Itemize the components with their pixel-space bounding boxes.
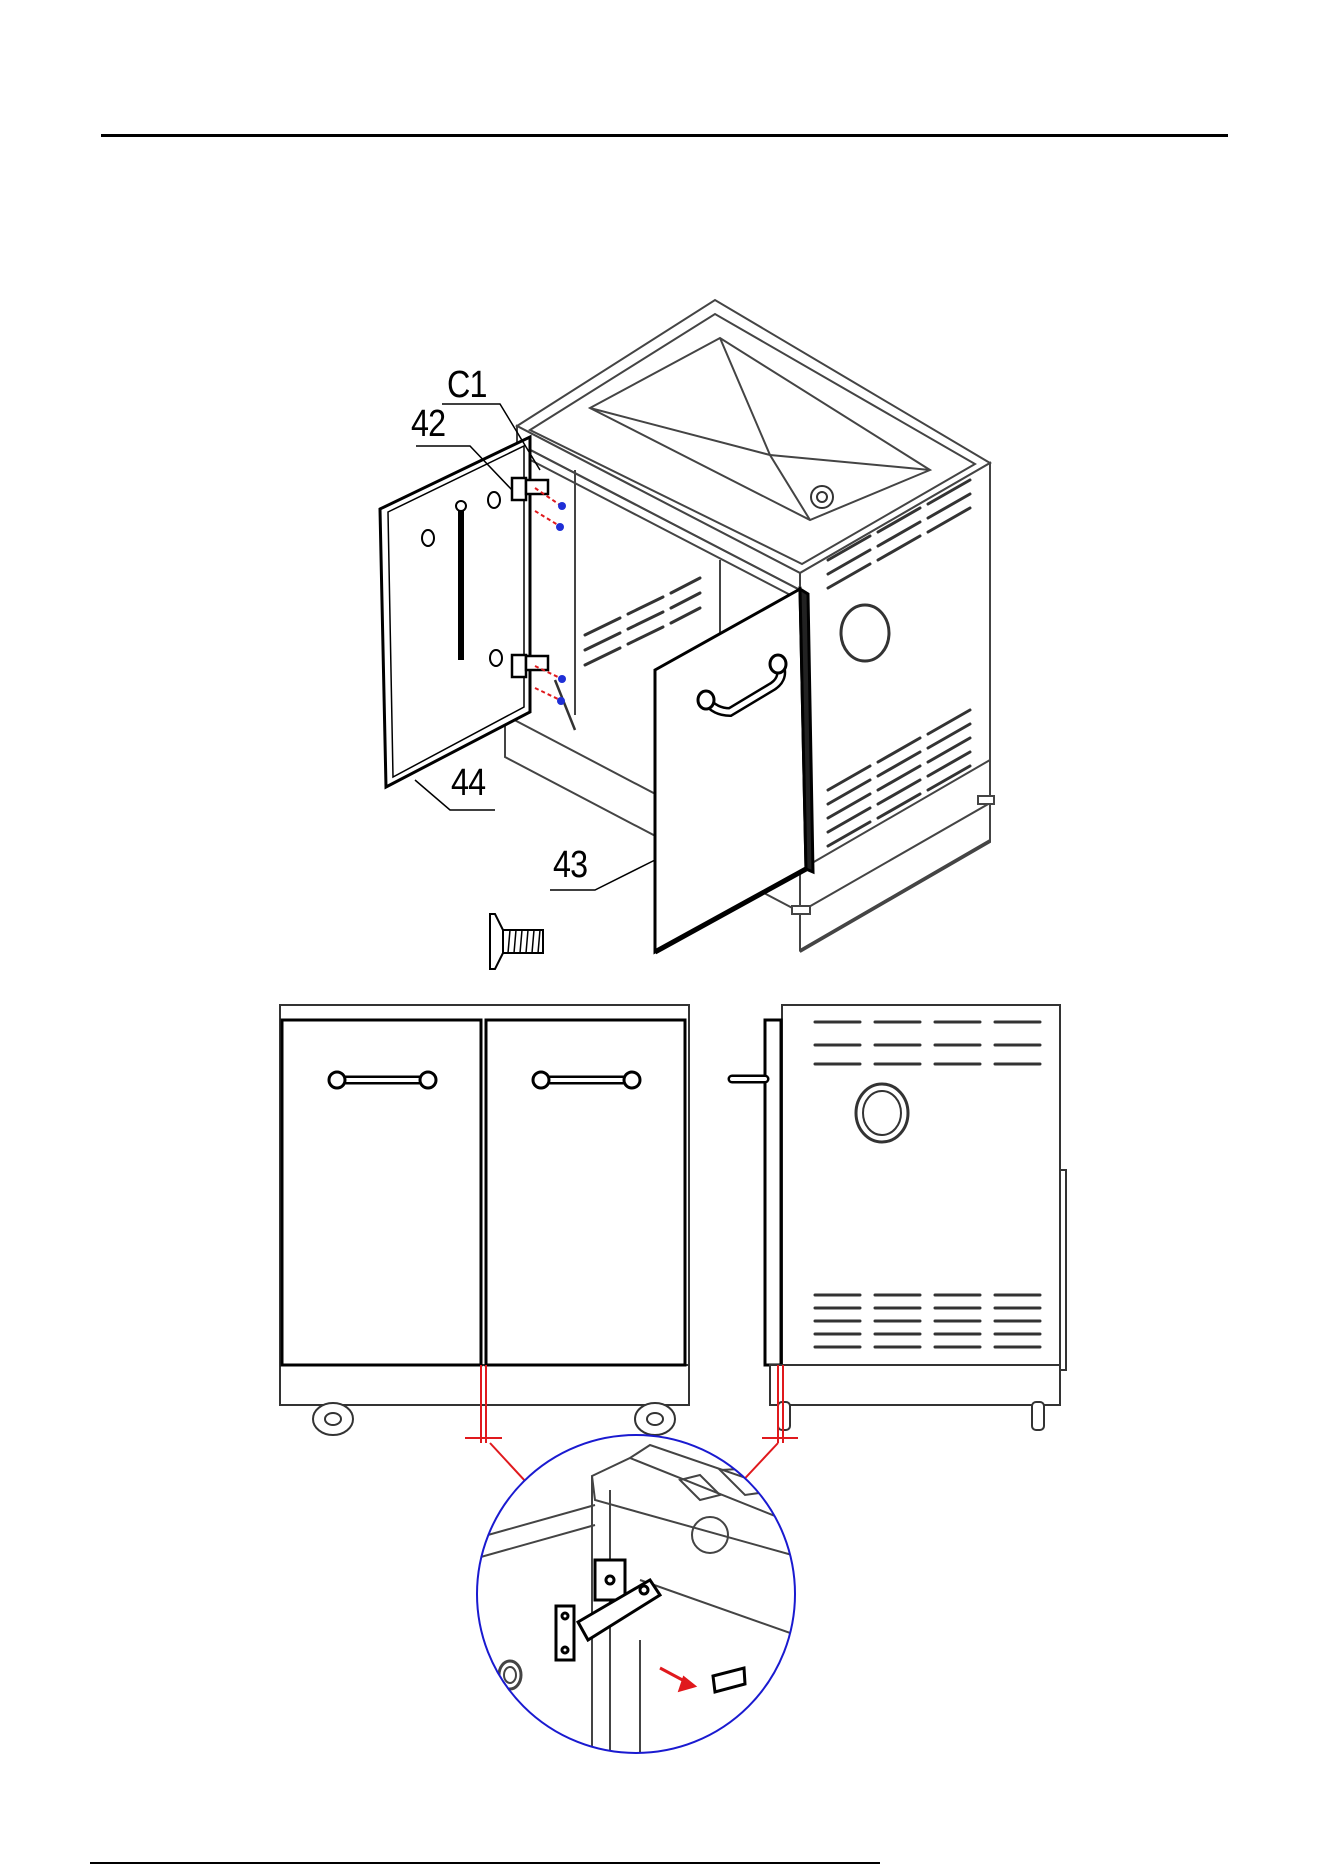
- back-vents: [585, 578, 700, 665]
- cabinet-side-view: [765, 1005, 1066, 1430]
- footer-rule: [90, 1862, 880, 1864]
- screws-c1: [535, 488, 566, 705]
- cabinet-front-view: [280, 1005, 689, 1435]
- detail-view: [470, 1430, 810, 1760]
- screw-icon: [490, 914, 543, 969]
